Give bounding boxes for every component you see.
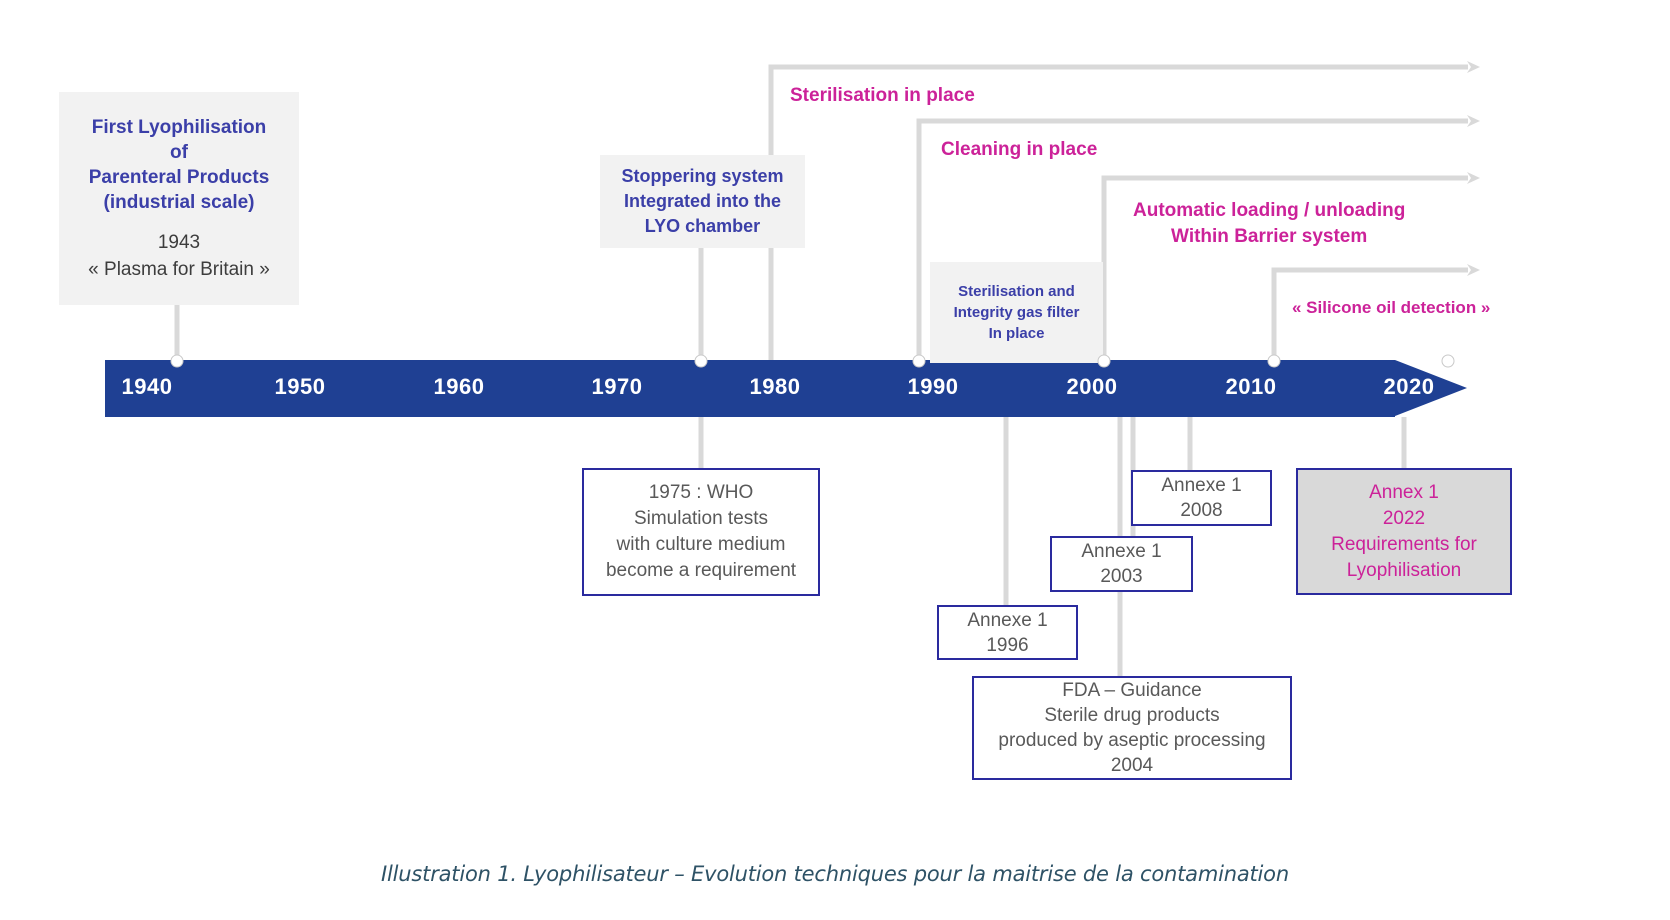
label-sterilisation-in-place: Sterilisation in place (790, 83, 975, 109)
timeline-year-2000: 2000 (1066, 374, 1118, 399)
callout-subline: « Plasma for Britain » (88, 258, 270, 280)
timeline-marker-1943 (170, 354, 184, 368)
box-line: Annexe 1 (967, 609, 1048, 631)
box-line: become a requirement (605, 560, 797, 581)
box-line: Lyophilisation (1346, 559, 1462, 581)
label-line: Cleaning in place (941, 139, 1098, 160)
label-line: Sterilisation in place (790, 85, 975, 106)
callout-line: Stoppering system (621, 166, 784, 186)
box-line: Simulation tests (633, 508, 769, 529)
timeline-marker-1975 (694, 354, 708, 368)
box-line: Requirements for (1331, 533, 1477, 555)
box-line: 2008 (1180, 500, 1223, 521)
box-line: FDA – Guidance (1062, 680, 1202, 701)
callout-line: Integrated into the (624, 191, 781, 211)
timeline-marker-1990 (912, 354, 926, 368)
timeline-bar-body (105, 360, 1395, 417)
label-cleaning-in-place: Cleaning in place (941, 137, 1097, 163)
callout-line: First Lyophilisation (91, 116, 267, 138)
callout-line: LYO chamber (644, 216, 761, 236)
timeline-arrow-tip (1395, 360, 1467, 416)
box-line: 2004 (1110, 755, 1154, 776)
timeline-marker-2000 (1097, 354, 1111, 368)
timeline-year-1960: 1960 (433, 374, 485, 399)
callout-line: of (170, 141, 188, 163)
callout-line: Sterilisation and (958, 283, 1075, 300)
box-line: Sterile drug products (1044, 705, 1220, 726)
label-silicone-oil-detection: « Silicone oil detection » (1292, 296, 1490, 320)
box-line: 2003 (1100, 566, 1143, 587)
figure-caption: Illustration 1. Lyophilisateur – Evoluti… (381, 862, 1289, 886)
callout-subline: 1943 (157, 231, 201, 253)
callout-line: In place (988, 325, 1045, 342)
timeline-bar: 1940 1950 1960 1970 1980 1990 2000 2010 … (105, 360, 1467, 417)
label-line: Automatic loading / unloading (1133, 200, 1406, 221)
box-annexe-1-2003: Annexe 1 2003 (1050, 536, 1193, 592)
timeline-year-1990: 1990 (907, 374, 959, 399)
timeline-year-1980: 1980 (749, 374, 801, 399)
label-line: Within Barrier system (1171, 226, 1368, 247)
box-line: Annex 1 (1369, 481, 1439, 503)
callout-line: Integrity gas filter (953, 304, 1080, 321)
callout-first-lyophilisation: First Lyophilisation of Parenteral Produ… (59, 92, 299, 305)
box-annexe-1-1996: Annexe 1 1996 (937, 605, 1078, 660)
timeline-marker-2010 (1267, 354, 1281, 368)
box-fda-guidance-2004: FDA – Guidance Sterile drug products pro… (972, 676, 1292, 780)
label-automatic-loading-unloading: Automatic loading / unloading Within Bar… (1133, 198, 1405, 250)
box-line: Annexe 1 (1161, 475, 1242, 496)
label-line: « Silicone oil detection » (1292, 298, 1491, 317)
box-line: with culture medium (616, 534, 786, 555)
box-who-1975: 1975 : WHO Simulation tests with culture… (582, 468, 820, 596)
timeline-year-2020: 2020 (1383, 374, 1435, 399)
callout-stoppering-system: Stoppering system Integrated into the LY… (600, 155, 805, 248)
box-line: 2022 (1382, 507, 1426, 529)
box-line: Annexe 1 (1081, 541, 1162, 562)
box-line: produced by aseptic processing (998, 730, 1266, 751)
timeline-year-2010: 2010 (1225, 374, 1277, 399)
timeline-year-1970: 1970 (591, 374, 643, 399)
box-line: 1975 : WHO (648, 482, 754, 503)
box-annexe-1-2008: Annexe 1 2008 (1131, 470, 1272, 526)
callout-line: Parenteral Products (88, 166, 270, 188)
timeline-marker-2020 (1441, 354, 1455, 368)
timeline-year-1950: 1950 (274, 374, 326, 399)
box-line: 1996 (986, 634, 1029, 656)
timeline-year-1940: 1940 (121, 374, 173, 399)
box-annex-1-2022: Annex 1 2022 Requirements for Lyophilisa… (1296, 468, 1512, 595)
callout-line: (industrial scale) (103, 191, 255, 213)
callout-sterilisation-integrity-gas-filter: Sterilisation and Integrity gas filter I… (930, 262, 1103, 363)
